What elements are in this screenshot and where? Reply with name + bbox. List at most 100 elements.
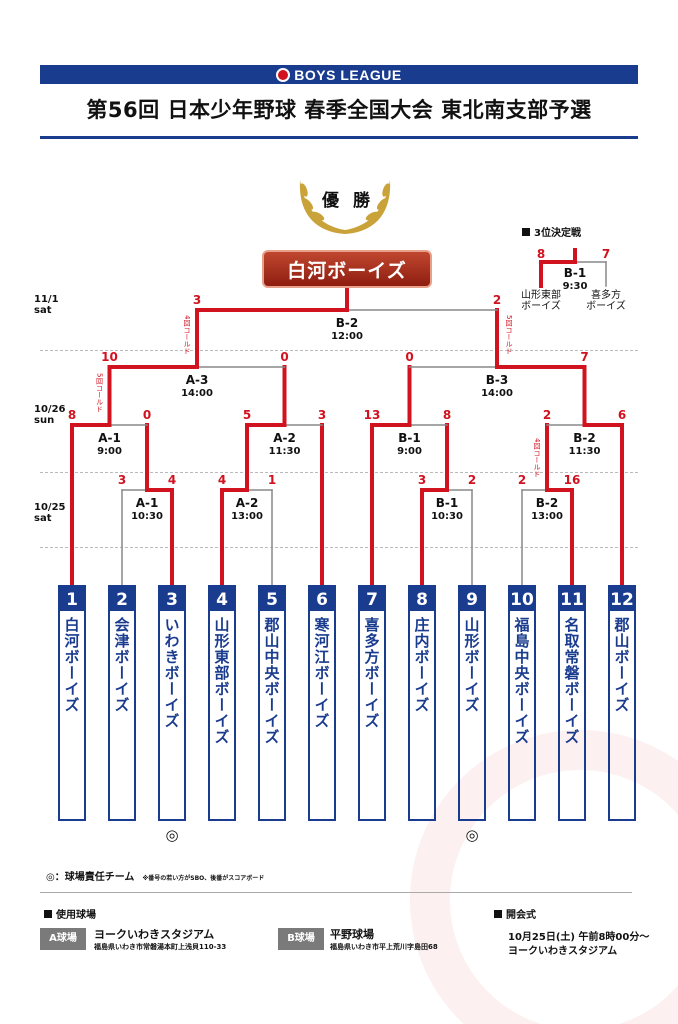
score-left: 5 <box>242 408 252 422</box>
team-name: 庄内ボーイズ <box>412 617 431 713</box>
team-name-box: 山形ボーイズ <box>458 611 486 821</box>
logo-ball-icon <box>276 67 291 82</box>
match-label: B-1 <box>563 266 587 280</box>
team-name: 山形東部ボーイズ <box>212 617 231 745</box>
called-game-note: 5回コールド <box>505 315 513 355</box>
team-card: 9 山形ボーイズ <box>458 585 486 821</box>
team-card: 7 喜多方ボーイズ <box>358 585 386 821</box>
team-name-box: 山形東部ボーイズ <box>208 611 236 821</box>
called-game-note: 5回コールド <box>95 373 104 413</box>
match-label: A-3 <box>185 373 209 387</box>
team-number: 10 <box>508 585 536 611</box>
match-label: B-2 <box>335 316 359 330</box>
score-left: 8 <box>67 408 77 422</box>
match-label: B-2 <box>573 431 596 445</box>
team-number: 6 <box>308 585 336 611</box>
match-time: 13:00 <box>531 511 563 522</box>
team-card: 10 福島中央ボーイズ <box>508 585 536 821</box>
score-right: 7 <box>580 350 589 364</box>
weekday: sat <box>34 305 52 316</box>
team-number: 3 <box>158 585 186 611</box>
date-divider <box>40 350 638 351</box>
score-left: 4 <box>217 473 227 487</box>
match-label: B-2 <box>535 496 559 510</box>
match-time: 9:00 <box>397 446 422 457</box>
venue-name-b: 平野球場 <box>330 928 374 941</box>
score-right: 6 <box>617 408 627 422</box>
team-name-box: 郡山中央ボーイズ <box>258 611 286 821</box>
venue-name-a: ヨークいわきスタジアム <box>94 928 215 941</box>
match-label: A-2 <box>273 431 296 445</box>
date-divider <box>40 472 638 473</box>
third-place-title: 3位決定戦 <box>522 224 581 239</box>
match-time: 12:00 <box>331 331 363 342</box>
ceremony-place: ヨークいわきスタジアム <box>508 946 618 957</box>
team-name: 喜多方ボーイズ <box>362 617 381 729</box>
team-name-box: 名取常磐ボーイズ <box>558 611 586 821</box>
team-name-line: 喜多方 <box>590 290 621 301</box>
score-left: 10 <box>101 350 118 364</box>
team-card: 11 名取常磐ボーイズ <box>558 585 586 821</box>
match-time: 9:30 <box>562 281 588 292</box>
score-right: 2 <box>467 473 477 487</box>
score-left: 13 <box>363 408 381 422</box>
score-right: 0 <box>142 408 152 422</box>
score-right: 16 <box>563 473 581 487</box>
page-title: 第56回 日本少年野球 春季全国大会 東北南支部予選 <box>86 98 592 122</box>
score-right: 3 <box>317 408 327 422</box>
match-label: B-3 <box>485 373 509 387</box>
match-label: A-2 <box>235 496 259 510</box>
date: 10/26 <box>34 404 66 415</box>
team-name-line: ボーイズ <box>586 301 626 312</box>
team-number: 11 <box>558 585 586 611</box>
team-number: 9 <box>458 585 486 611</box>
team-number: 12 <box>608 585 636 611</box>
boys-league-logo: BOYS LEAGUE <box>276 67 401 83</box>
score-left: 0 <box>405 350 414 364</box>
team-name: 山形ボーイズ <box>462 617 481 713</box>
team-number: 5 <box>258 585 286 611</box>
legend-note: ※番号の若い方がSBO、後番がスコアボード <box>142 875 265 882</box>
team-name: 名取常磐ボーイズ <box>562 617 581 745</box>
score-right: 0 <box>280 350 289 364</box>
weekday: sat <box>34 513 52 524</box>
team-name-box: 庄内ボーイズ <box>408 611 436 821</box>
laurel-icon <box>299 180 391 234</box>
team-number: 7 <box>358 585 386 611</box>
weekday: sun <box>34 415 55 426</box>
team-name: 寒河江ボーイズ <box>312 617 331 729</box>
called-game-note: 4回コールド <box>533 438 541 478</box>
team-name: 福島中央ボーイズ <box>512 617 531 745</box>
match-time: 10:30 <box>131 511 163 522</box>
team-number: 1 <box>58 585 86 611</box>
legend: ◎：球場責任チーム ※番号の若い方がSBO、後番がスコアボード <box>46 868 264 883</box>
score-left: 3 <box>417 473 427 487</box>
third-score-right: 7 <box>601 247 611 261</box>
team-name-box: 会津ボーイズ <box>108 611 136 821</box>
legend-mark: ◎：球場責任チーム <box>46 872 135 883</box>
match-time: 11:30 <box>568 446 601 457</box>
score-left: 2 <box>517 473 527 487</box>
score-right: 2 <box>492 293 502 307</box>
venue-address-b: 福島県いわき市平上荒川字島田68 <box>330 943 438 951</box>
ceremony-datetime: 10月25日(土) 午前8時00分～ <box>508 932 650 943</box>
match-time: 11:30 <box>268 446 301 457</box>
match-time: 14:00 <box>481 388 513 399</box>
third-team-left: 山形東部ボーイズ <box>521 290 561 312</box>
